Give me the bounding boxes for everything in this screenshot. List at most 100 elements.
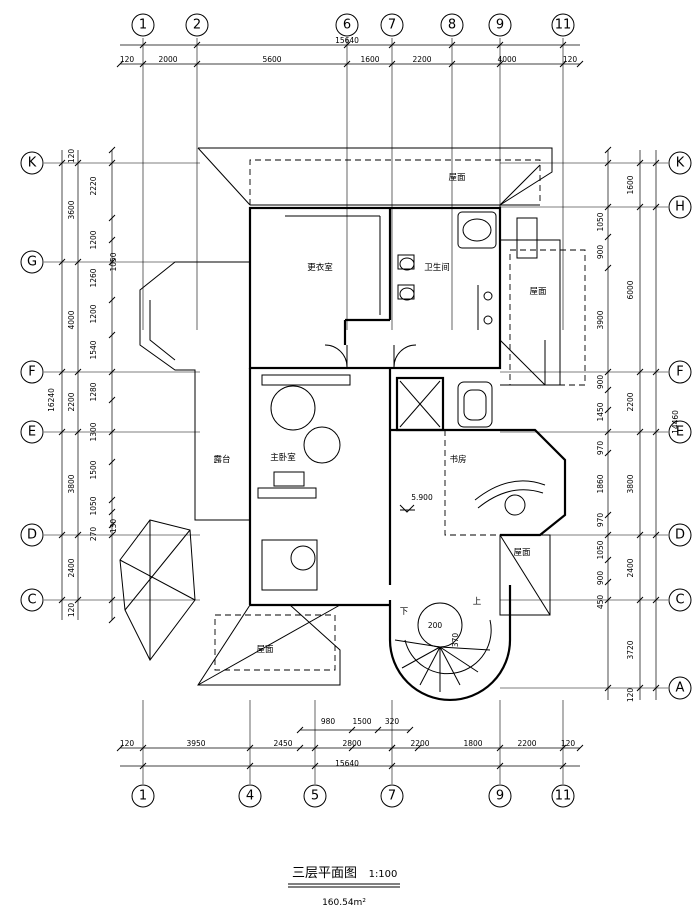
dim-bottom: 1800 xyxy=(463,739,482,748)
dim-bottom: 3950 xyxy=(186,739,205,748)
stair-up-label: 上 xyxy=(473,597,482,607)
dim-top-total: 15640 xyxy=(335,36,359,45)
stair-radius-dim: 370 xyxy=(451,633,460,648)
axis-bubble-right-D: D xyxy=(668,523,692,547)
axis-bubble-right-E: E xyxy=(668,420,692,444)
axis-bubble-top-11: 11 xyxy=(551,13,575,37)
dim-right-total: 14460 xyxy=(671,410,680,434)
room-label-roof-right: 屋面 xyxy=(529,287,547,297)
dim-left: 3800 xyxy=(67,474,76,493)
dim-top: 2200 xyxy=(412,55,431,64)
dim-top: 1600 xyxy=(360,55,379,64)
dim-right: 3720 xyxy=(626,640,635,659)
room-label-terrace: 露台 xyxy=(213,454,230,465)
svg-text:5: 5 xyxy=(311,789,319,804)
dim-right-inner: 970 xyxy=(596,441,605,456)
building-walls xyxy=(119,147,586,702)
dim-left-inner: 1050 xyxy=(89,496,98,515)
dim-left-inner: 1200 xyxy=(89,230,98,249)
axis-bubble-left-E: E xyxy=(20,420,44,444)
svg-text:2: 2 xyxy=(193,18,201,33)
dim-right: 3800 xyxy=(626,474,635,493)
drawing-area: 160.54m² xyxy=(322,898,366,908)
dim-left: 120 xyxy=(67,603,76,618)
dim-right-inner: 900 xyxy=(596,375,605,390)
axis-bubble-bottom-11: 11 xyxy=(551,784,575,808)
axis-bubble-top-9: 9 xyxy=(488,13,512,37)
axis-bubble-top-7: 7 xyxy=(380,13,404,37)
axis-bubble-left-D: D xyxy=(20,523,44,547)
dim-left-inner: 1280 xyxy=(89,382,98,401)
dimension-text: 15640 120 2000 5600 1600 2200 4000 120 1… xyxy=(47,36,680,768)
svg-text:F: F xyxy=(676,365,683,380)
svg-text:4: 4 xyxy=(246,789,254,804)
dim-right-inner: 1860 xyxy=(596,474,605,493)
dim-right-inner: 900 xyxy=(596,245,605,260)
svg-text:H: H xyxy=(675,200,685,215)
dim-bottom: 2200 xyxy=(410,739,429,748)
dim-left-inner: 270 xyxy=(89,527,98,542)
svg-text:D: D xyxy=(27,528,37,543)
axis-bubble-bottom-9: 9 xyxy=(488,784,512,808)
svg-text:9: 9 xyxy=(496,789,504,804)
svg-text:D: D xyxy=(675,528,685,543)
axis-bubble-top-2: 2 xyxy=(185,13,209,37)
axis-bubble-right-K: K xyxy=(668,151,692,175)
dim-bottom: 2200 xyxy=(517,739,536,748)
svg-text:F: F xyxy=(28,365,35,380)
dim-bottom-inner: 320 xyxy=(385,717,400,726)
dim-right-inner: 3900 xyxy=(596,310,605,329)
dim-left-inner: 1260 xyxy=(89,268,98,287)
svg-text:1: 1 xyxy=(139,18,147,33)
dim-right-inner: 900 xyxy=(596,571,605,586)
svg-text:K: K xyxy=(676,156,685,171)
dim-left-inner: 2220 xyxy=(89,176,98,195)
dim-right: 2400 xyxy=(626,558,635,577)
dim-right-inner: 450 xyxy=(596,595,605,610)
axis-bubble-bottom-5: 5 xyxy=(303,784,327,808)
axis-bubble-bottom-1: 1 xyxy=(131,784,155,808)
dim-top: 5600 xyxy=(262,55,281,64)
svg-text:8: 8 xyxy=(448,18,456,33)
dim-right-inner: 970 xyxy=(596,513,605,528)
svg-text:11: 11 xyxy=(555,18,572,33)
svg-text:C: C xyxy=(27,593,36,608)
dim-left-inner: 1200 xyxy=(89,304,98,323)
dim-left: 2400 xyxy=(67,558,76,577)
svg-text:G: G xyxy=(27,255,37,270)
svg-text:7: 7 xyxy=(388,18,396,33)
room-label-roof-bottom: 屋面 xyxy=(256,645,274,655)
svg-text:E: E xyxy=(28,425,36,440)
dim-right-inner: 1050 xyxy=(596,540,605,559)
axis-bubble-right-C: C xyxy=(668,588,692,612)
dim-bottom-inner: 1500 xyxy=(352,717,371,726)
dim-top: 120 xyxy=(563,55,578,64)
svg-text:1: 1 xyxy=(139,789,147,804)
axis-bubble-left-K: K xyxy=(20,151,44,175)
room-labels: 屋面 更衣室 卫生间 屋面 露台 主卧室 书房 屋面 屋面 5.900 下 上 … xyxy=(213,173,547,655)
dim-bottom-inner: 980 xyxy=(321,717,336,726)
room-label-closet: 更衣室 xyxy=(307,262,333,273)
dim-left-inner: 1540 xyxy=(89,340,98,359)
dimension-ticks xyxy=(58,41,660,770)
elevation-mark: 5.900 xyxy=(411,493,433,502)
dim-left-inner: 1500 xyxy=(89,460,98,479)
dim-left-inner: 1300 xyxy=(89,422,98,441)
room-label-master-bedroom: 主卧室 xyxy=(270,452,296,463)
svg-text:9: 9 xyxy=(496,18,504,33)
svg-text:A: A xyxy=(676,681,685,696)
dim-right: 2200 xyxy=(626,392,635,411)
svg-text:E: E xyxy=(676,425,684,440)
dim-bottom: 120 xyxy=(120,739,135,748)
dim-top: 2000 xyxy=(158,55,177,64)
axis-grid xyxy=(44,38,668,784)
dim-left-inner: 130 xyxy=(109,519,118,534)
stair-down-label: 下 xyxy=(400,607,409,617)
stair-inner-dim: 200 xyxy=(428,621,443,630)
dim-left: 3600 xyxy=(67,200,76,219)
dim-right-inner: 1450 xyxy=(596,402,605,421)
room-label-bathroom: 卫生间 xyxy=(424,262,450,273)
svg-text:K: K xyxy=(28,156,37,171)
dim-right-inner: 1050 xyxy=(596,212,605,231)
